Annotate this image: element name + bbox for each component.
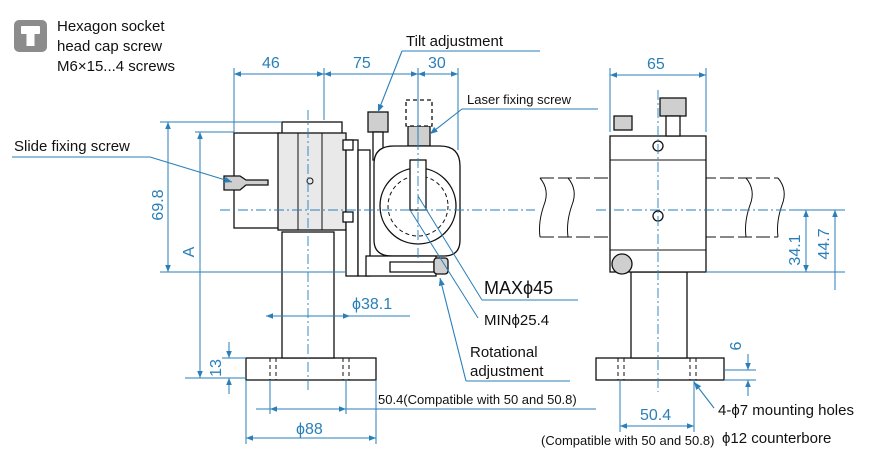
- callout-slide-fixing-screw: Slide fixing screw: [14, 138, 130, 155]
- callout-laser-fixing-screw: Laser fixing screw: [467, 92, 572, 107]
- front-laser-screw: [659, 97, 687, 117]
- dim-phi-38-1: ϕ38.1: [352, 296, 392, 313]
- dim-min-diameter: MINϕ25.4: [484, 312, 549, 329]
- dim-max-diameter: MAXϕ45: [484, 278, 553, 298]
- front-view: [539, 90, 790, 392]
- dim-44-7: 44.7: [816, 228, 833, 259]
- dim-75: 75: [353, 55, 371, 72]
- dim-50-4-front-compat: (Compatible with 50 and 50.8): [541, 433, 714, 448]
- callout-counterbore: ϕ12 counterbore: [722, 430, 831, 447]
- dim-6: 6: [728, 341, 745, 350]
- slide-block: [277, 132, 347, 231]
- dimensions: 46 75 30 65 69.8 A 13 6 34.1: [150, 55, 845, 448]
- callout-mounting-holes: 4-ϕ7 mounting holes: [718, 402, 854, 419]
- tilt-plate: [345, 139, 359, 277]
- rotational-screw-knob: [433, 257, 449, 275]
- slide-top: [281, 121, 343, 135]
- side-view: [220, 99, 535, 392]
- legend-line-2: head cap screw: [57, 38, 162, 55]
- legend-line-1: Hexagon socket: [57, 18, 165, 35]
- hex-socket-screw-icon: [14, 20, 47, 52]
- front-base-plate: [595, 357, 725, 381]
- dim-65: 65: [647, 56, 665, 73]
- dim-A: A: [181, 246, 198, 257]
- dim-30: 30: [428, 55, 446, 72]
- front-rotational-knob: [611, 253, 633, 275]
- dim-46: 46: [262, 55, 280, 72]
- dim-phi-88: ϕ88: [296, 421, 323, 438]
- dim-69-8: 69.8: [150, 189, 167, 220]
- tilt-screw: [367, 111, 389, 133]
- dim-50-4-front: 50.4: [640, 407, 671, 424]
- front-post: [630, 271, 688, 359]
- laser-fixing-screw: [407, 125, 431, 147]
- callouts: Tilt adjustment Laser fixing screw Slide…: [12, 33, 854, 447]
- dim-34-1: 34.1: [787, 234, 804, 265]
- callout-adjustment: adjustment: [470, 363, 544, 380]
- dim-13: 13: [208, 359, 225, 377]
- callout-tilt-adjustment: Tilt adjustment: [406, 33, 504, 50]
- legend-line-3: M6×15...4 screws: [57, 58, 175, 75]
- legend: Hexagon socket head cap screw M6×15...4 …: [14, 18, 175, 75]
- front-tilt-screw: [613, 115, 633, 131]
- dim-50-4-compat: 50.4(Compatible with 50 and 50.8): [378, 392, 577, 407]
- callout-rotational: Rotational: [470, 344, 538, 361]
- slide-fixing-screw: [223, 175, 269, 191]
- base-plate: [245, 357, 377, 381]
